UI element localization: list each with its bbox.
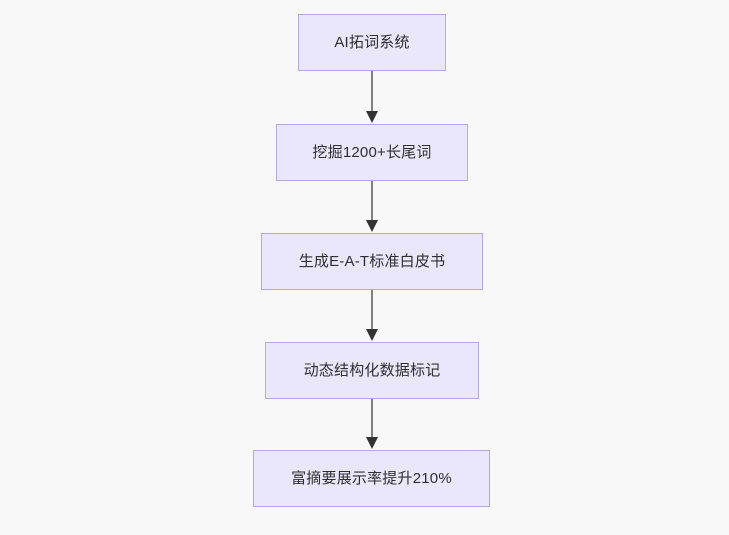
edge-node1-to-node2 [362, 71, 382, 124]
flow-node-mine-longtail-keywords[interactable]: 挖掘1200+长尾词 [276, 124, 468, 181]
flow-node-ai-keyword-system[interactable]: AI拓词系统 [298, 14, 446, 71]
edge-node3-to-node4 [362, 290, 382, 342]
flow-node-generate-eat-whitepaper[interactable]: 生成E-A-T标准白皮书 [261, 233, 483, 290]
flow-node-label: 生成E-A-T标准白皮书 [298, 252, 446, 270]
flow-node-label: 挖掘1200+长尾词 [312, 143, 432, 161]
edge-node4-to-node5 [362, 399, 382, 450]
flow-node-dynamic-structured-data-markup[interactable]: 动态结构化数据标记 [265, 342, 479, 399]
flow-node-rich-snippet-impression-lift[interactable]: 富摘要展示率提升210% [253, 450, 490, 507]
edge-node2-to-node3 [362, 181, 382, 233]
flow-node-label: AI拓词系统 [334, 33, 410, 51]
flow-node-label: 动态结构化数据标记 [303, 361, 441, 379]
flow-node-label: 富摘要展示率提升210% [291, 469, 452, 487]
